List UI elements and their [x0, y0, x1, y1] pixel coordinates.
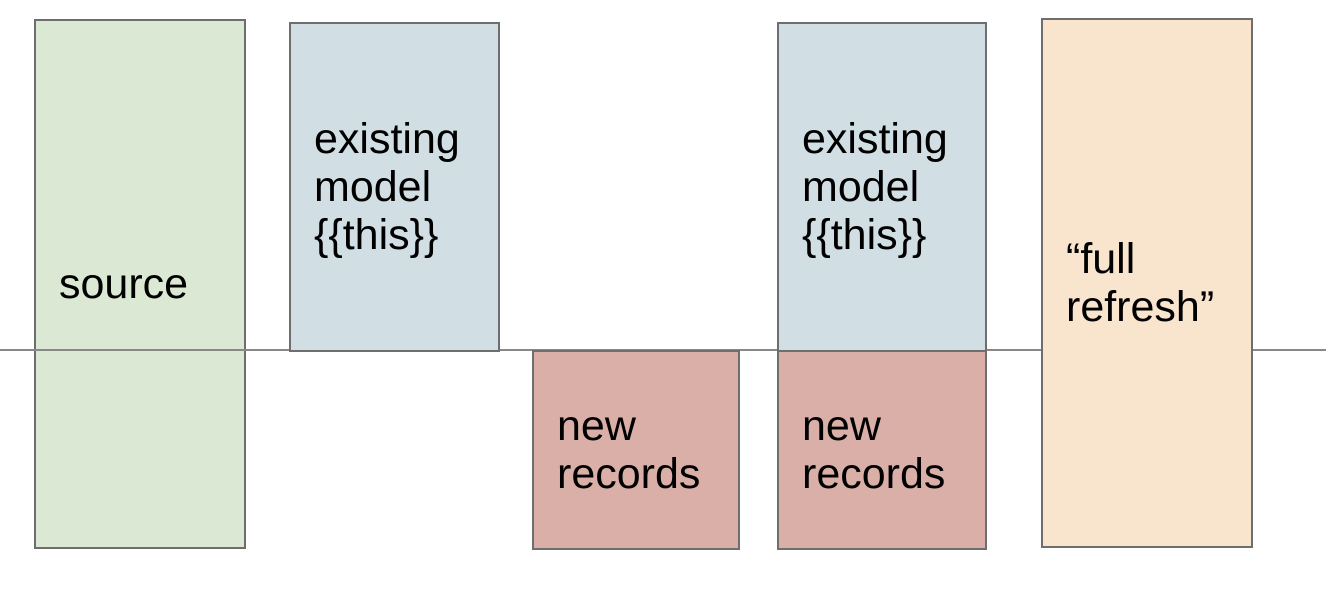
- existing-model-label-right: existing model {{this}}: [802, 115, 948, 259]
- new-records-label-left: new records: [557, 402, 701, 498]
- new-records-label-right: new records: [802, 402, 946, 498]
- existing-model-label-left: existing model {{this}}: [314, 115, 460, 259]
- source-label: source: [59, 260, 189, 308]
- existing-model-box-left: existing model {{this}}: [289, 22, 500, 352]
- new-records-box-right: new records: [777, 350, 987, 550]
- new-records-box-left: new records: [532, 350, 740, 550]
- full-refresh-box: “full refresh”: [1041, 18, 1253, 548]
- full-refresh-label: “full refresh”: [1066, 235, 1215, 331]
- source-box: source: [34, 19, 246, 549]
- existing-model-box-right: existing model {{this}}: [777, 22, 987, 352]
